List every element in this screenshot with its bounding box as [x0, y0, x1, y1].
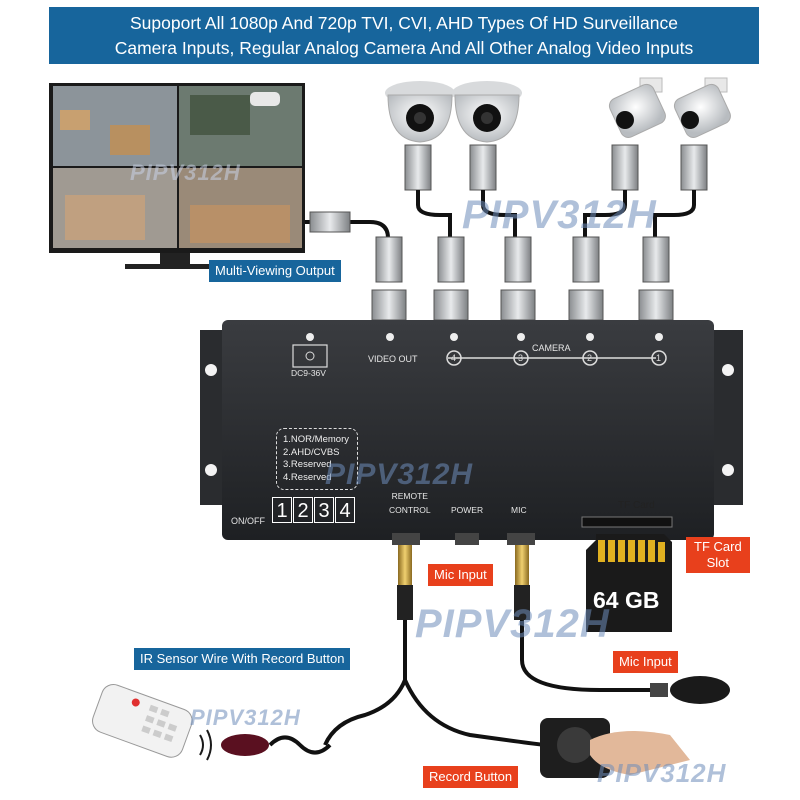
banner-line-2: Camera Inputs, Regular Analog Camera And…	[114, 38, 694, 58]
banner-line-1: Supoport All 1080p And 720p TVI, CVI, AH…	[130, 13, 678, 33]
label-record-button: Record Button	[423, 766, 519, 788]
port-number-3: 3	[518, 353, 524, 363]
camera-label: CAMERA	[532, 343, 571, 353]
label-multi-viewing-output: Multi-Viewing Output	[209, 260, 341, 282]
label-mic-input-left: Mic Input	[428, 564, 493, 586]
dip-options-legend: 1.NOR/Memory 2.AHD/CVBS 3.Reserved 4.Res…	[276, 428, 358, 490]
video-out-label: VIDEO OUT	[368, 354, 418, 364]
on-off-label: ON/OFF	[231, 516, 265, 526]
watermark-remote: PIPV312H	[190, 705, 301, 730]
label-mic-input-right: Mic Input	[613, 651, 678, 673]
power-indicator-label: POWER	[451, 505, 484, 515]
dome-camera-2	[452, 81, 522, 143]
sd-card-capacity: 64 GB	[593, 587, 660, 613]
microphone	[650, 676, 730, 704]
option-1: 1.NOR/Memory	[283, 434, 349, 445]
power-label: DC9-36V	[291, 368, 326, 378]
dip-switch-1: 1	[272, 497, 292, 523]
tf-card-slot-label: TF Card	[618, 500, 655, 511]
remote-control-port-label: REMOTE CONTROL	[389, 491, 431, 515]
option-3: 3.Reserved	[283, 459, 332, 470]
remote-label-line-1: REMOTE	[391, 491, 428, 501]
label-tf-card-line-1: TF Card	[694, 539, 742, 554]
watermark-lower: PIPV312H	[415, 602, 610, 646]
label-tf-card-slot: TF Card Slot	[686, 537, 750, 573]
option-4: 4.Reserved	[283, 471, 332, 483]
record-button-box	[540, 718, 690, 778]
dome-camera-1	[385, 81, 455, 143]
dip-switch-4: 4	[335, 497, 355, 523]
label-ir-sensor-wire: IR Sensor Wire With Record Button	[134, 648, 351, 670]
dvr-device	[200, 320, 743, 545]
bullet-camera-1	[608, 77, 666, 138]
port-number-4: 4	[451, 353, 457, 363]
header-banner: Supoport All 1080p And 720p TVI, CVI, AH…	[49, 7, 759, 64]
dip-switches: 1 2 3 4	[272, 497, 356, 523]
remote-control	[92, 683, 193, 758]
remote-label-line-2: CONTROL	[389, 505, 431, 515]
port-number-2: 2	[587, 353, 593, 363]
watermark-bottom: PIPV312H	[597, 758, 727, 788]
monitor	[49, 83, 305, 269]
port-number-1: 1	[656, 353, 662, 363]
watermark-top: PIPV312H	[462, 193, 657, 237]
dip-switch-2: 2	[293, 497, 313, 523]
bullet-camera-2	[673, 77, 731, 138]
option-2: 2.AHD/CVBS	[283, 446, 340, 458]
mic-port-label: MIC	[511, 505, 527, 515]
label-tf-card-line-2: Slot	[706, 555, 730, 570]
watermark-monitor: PIPV312H	[130, 160, 241, 185]
dip-switch-3: 3	[314, 497, 334, 523]
watermark-middle: PIPV312H	[325, 458, 474, 491]
